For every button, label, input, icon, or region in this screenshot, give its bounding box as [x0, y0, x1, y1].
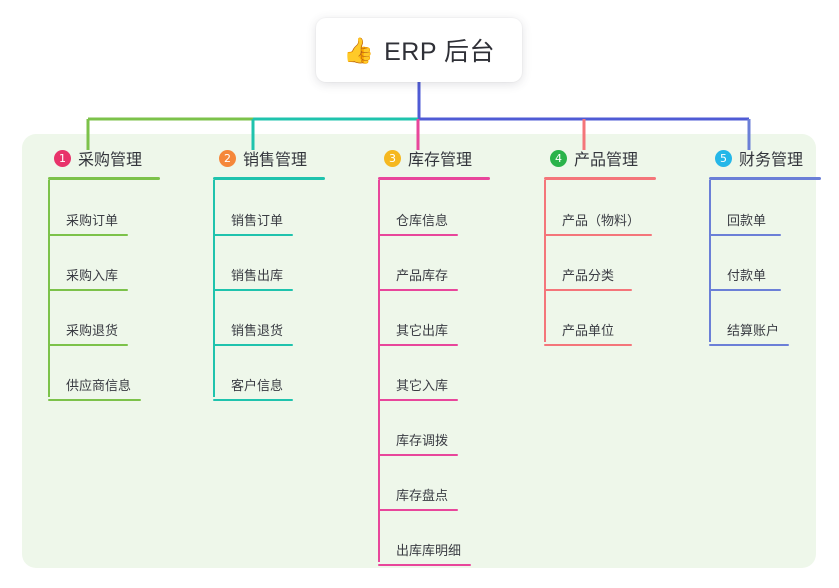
leaf-item-label: 产品（物料）: [562, 213, 641, 228]
leaf-item[interactable]: 回款单: [709, 210, 781, 236]
column-badge-icon: 4: [550, 149, 567, 167]
column-underline: [48, 177, 160, 180]
leaf-item-label: 产品库存: [396, 268, 449, 283]
root-node[interactable]: 👍 ERP 后台: [316, 18, 522, 82]
leaf-item[interactable]: 采购入库: [48, 265, 128, 291]
leaf-item[interactable]: 仓库信息: [378, 210, 458, 236]
leaf-item-underline: [709, 289, 781, 291]
leaf-item-label: 销售订单: [231, 213, 284, 228]
column-badge-icon: 2: [219, 149, 236, 167]
leaf-item[interactable]: 付款单: [709, 265, 781, 291]
column-spine: [213, 180, 215, 397]
column-2: 2 销售管理销售订单销售出库销售退货客户信息: [203, 146, 325, 401]
leaf-item-label: 结算账户: [727, 323, 780, 338]
leaf-item-label: 付款单: [727, 268, 767, 283]
leaf-item-underline: [213, 399, 293, 401]
leaf-item-label: 回款单: [727, 213, 767, 228]
column-underline: [709, 177, 821, 180]
column-underline: [544, 177, 656, 180]
column-underline: [378, 177, 490, 180]
leaf-item-underline: [378, 344, 458, 346]
leaf-item-underline: [709, 234, 781, 236]
column-header-5[interactable]: 5 财务管理: [699, 146, 821, 170]
column-title: 采购管理: [78, 152, 143, 169]
column-5: 5 财务管理回款单付款单结算账户: [699, 146, 821, 346]
leaf-item[interactable]: 库存盘点: [378, 485, 458, 511]
leaf-item-label: 供应商信息: [66, 378, 132, 393]
column-title: 库存管理: [408, 152, 473, 169]
column-badge-icon: 3: [384, 149, 401, 167]
column-4: 4 产品管理产品（物料） 产品分类产品单位: [534, 146, 656, 346]
column-header-2[interactable]: 2 销售管理: [203, 146, 325, 170]
leaf-item-underline: [213, 344, 293, 346]
column-title: 财务管理: [739, 152, 804, 169]
leaf-item[interactable]: 采购订单: [48, 210, 128, 236]
column-header-3[interactable]: 3 库存管理: [368, 146, 490, 170]
leaf-item[interactable]: 销售退货: [213, 320, 293, 346]
leaf-item-label: 产品分类: [562, 268, 615, 283]
leaf-item-label: 销售退货: [231, 323, 284, 338]
leaf-item-underline: [48, 289, 128, 291]
leaf-item-label: 销售出库: [231, 268, 284, 283]
leaf-item[interactable]: 出库库明细: [378, 540, 471, 566]
column-underline: [213, 177, 325, 180]
leaf-item[interactable]: 产品（物料）: [544, 210, 652, 236]
leaf-item-underline: [48, 399, 141, 401]
leaf-item[interactable]: 供应商信息: [48, 375, 141, 401]
leaf-item-label: 其它出库: [396, 323, 449, 338]
leaf-item-underline: [48, 234, 128, 236]
leaf-item-underline: [378, 399, 458, 401]
leaf-item-underline: [544, 344, 632, 346]
leaf-item-underline: [213, 234, 293, 236]
leaf-item-underline: [544, 289, 632, 291]
leaf-item-label: 库存盘点: [396, 488, 449, 503]
leaf-item[interactable]: 采购退货: [48, 320, 128, 346]
root-title: ERP 后台: [384, 38, 496, 66]
leaf-item[interactable]: 产品分类: [544, 265, 632, 291]
leaf-item-label: 产品单位: [562, 323, 615, 338]
leaf-item-label: 采购退货: [66, 323, 119, 338]
leaf-item-label: 库存调拨: [396, 433, 449, 448]
leaf-item-underline: [48, 344, 128, 346]
leaf-item-underline: [378, 234, 458, 236]
leaf-item-label: 采购订单: [66, 213, 119, 228]
column-badge-icon: 1: [54, 149, 71, 167]
column-title: 产品管理: [574, 152, 639, 169]
leaf-item-underline: [378, 509, 458, 511]
column-title: 销售管理: [243, 152, 308, 169]
leaf-item-underline: [378, 564, 471, 566]
leaf-item-underline: [709, 344, 789, 346]
leaf-item-label: 客户信息: [231, 378, 284, 393]
thumbs-up-icon: 👍: [342, 35, 375, 65]
leaf-item[interactable]: 结算账户: [709, 320, 789, 346]
leaf-item[interactable]: 产品单位: [544, 320, 632, 346]
leaf-item[interactable]: 销售出库: [213, 265, 293, 291]
root-node-content: 👍 ERP 后台: [343, 32, 495, 68]
leaf-item-label: 采购入库: [66, 268, 119, 283]
column-header-1[interactable]: 1 采购管理: [38, 146, 160, 170]
leaf-item[interactable]: 其它出库: [378, 320, 458, 346]
leaf-item-label: 仓库信息: [396, 213, 449, 228]
leaf-item-label: 其它入库: [396, 378, 449, 393]
leaf-item[interactable]: 客户信息: [213, 375, 293, 401]
leaf-item-underline: [378, 454, 458, 456]
leaf-item-underline: [378, 289, 458, 291]
leaf-item-underline: [544, 234, 652, 236]
leaf-item-underline: [213, 289, 293, 291]
column-spine: [709, 180, 711, 342]
column-spine: [544, 180, 546, 342]
column-1: 1 采购管理采购订单采购入库采购退货供应商信息: [38, 146, 160, 401]
leaf-item[interactable]: 库存调拨: [378, 430, 458, 456]
leaf-item-label: 出库库明细: [396, 543, 462, 558]
column-spine: [378, 180, 380, 562]
column-spine: [48, 180, 50, 397]
column-badge-icon: 5: [715, 149, 732, 167]
leaf-item[interactable]: 销售订单: [213, 210, 293, 236]
leaf-item[interactable]: 其它入库: [378, 375, 458, 401]
column-header-4[interactable]: 4 产品管理: [534, 146, 656, 170]
leaf-item[interactable]: 产品库存: [378, 265, 458, 291]
diagram-panel: [22, 134, 816, 568]
column-3: 3 库存管理仓库信息产品库存其它出库其它入库库存调拨库存盘点出库库明细: [368, 146, 490, 566]
